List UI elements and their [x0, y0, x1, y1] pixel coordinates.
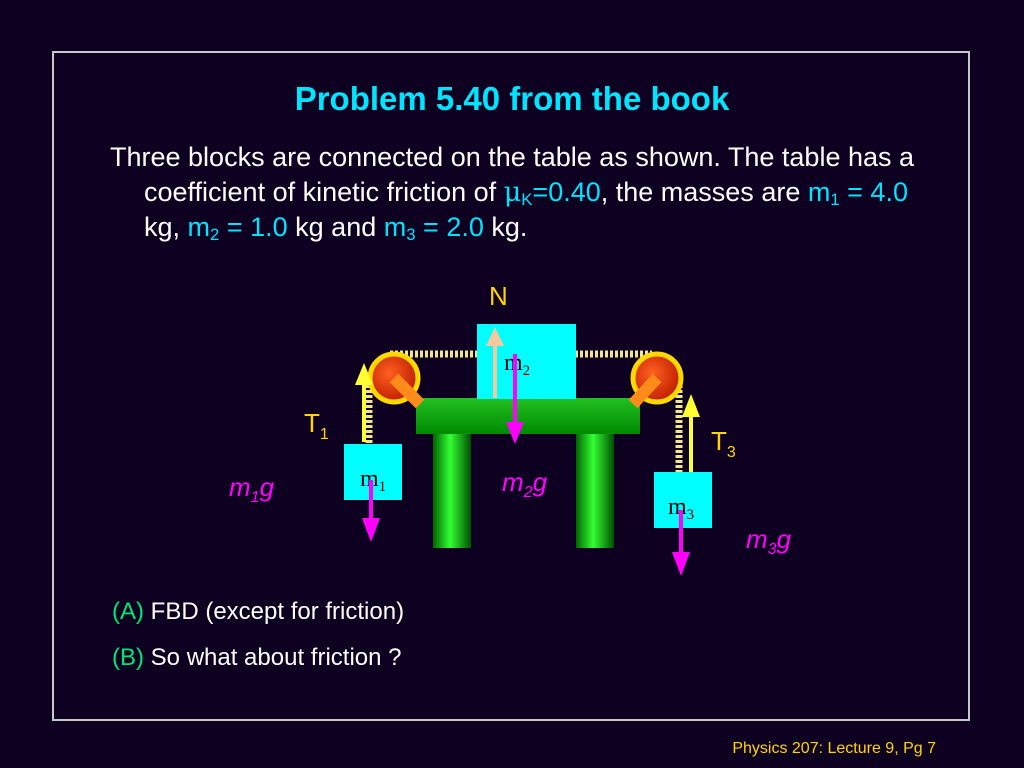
- weight-arrow-1: [362, 480, 380, 542]
- slide-frame: [52, 51, 970, 721]
- normal-force-label: N: [489, 281, 508, 311]
- m1-value: m1 = 4.0: [807, 177, 908, 210]
- option-text: So what about friction ?: [150, 644, 402, 671]
- unit-text: kg.: [483, 212, 528, 242]
- tension-label-3: T3: [711, 426, 736, 461]
- option-letter: (A): [112, 598, 144, 625]
- table-leg-right: [576, 432, 614, 548]
- weight-label-3: m3g: [746, 524, 792, 558]
- tension-arrow-3: [682, 394, 700, 472]
- m3-value: m3 = 2.0: [383, 212, 484, 245]
- weight-arrow-3: [672, 510, 690, 576]
- block-m1-label: m1: [360, 466, 386, 495]
- table-top: [416, 398, 640, 434]
- weight-arrow-2: [506, 354, 524, 444]
- mu-value: μK=0.40: [503, 177, 601, 210]
- m2-value: m2 = 1.0: [187, 212, 288, 245]
- option-a: (A) FBD (except for friction): [112, 598, 404, 626]
- unit-text: kg and: [287, 212, 384, 242]
- tension-arrow-1: [355, 363, 373, 442]
- masses-text: , the masses are: [600, 177, 808, 207]
- tension-label-1: T1: [304, 408, 329, 443]
- weight-label-1: m1g: [229, 472, 275, 506]
- pulley-left: [367, 351, 425, 409]
- option-text: FBD (except for friction): [150, 598, 405, 625]
- option-letter: (B): [112, 644, 144, 671]
- table-leg-left: [433, 432, 471, 548]
- pulley-right: [628, 351, 684, 409]
- weight-label-2: m2g: [502, 467, 548, 501]
- slide-title: Problem 5.40 from the book: [294, 80, 730, 117]
- normal-force-arrow: [486, 327, 504, 398]
- option-b: (B) So what about friction ?: [112, 644, 402, 672]
- problem-statement: Three blocks are connected on the table …: [110, 140, 944, 245]
- slide-footer: Physics 207: Lecture 9, Pg 7: [732, 740, 936, 757]
- unit-text: kg,: [144, 212, 188, 242]
- table: [416, 398, 640, 548]
- intro-text: Three blocks are connected on the table …: [110, 142, 915, 207]
